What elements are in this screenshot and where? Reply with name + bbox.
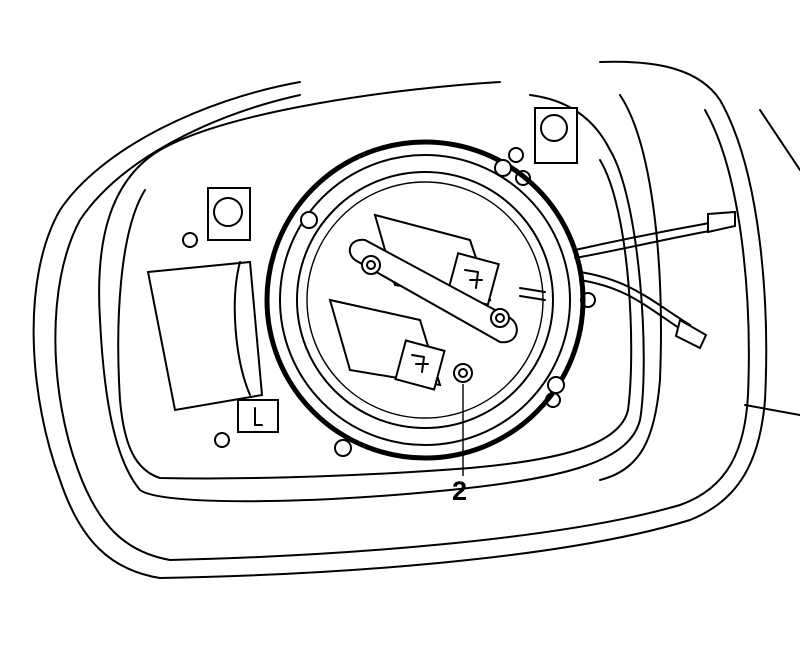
mirror-adjustment-motor xyxy=(264,139,586,461)
mounting-screw xyxy=(453,363,473,383)
motor-internals xyxy=(328,213,546,391)
wiring-block xyxy=(146,260,279,433)
mounting-tabs xyxy=(182,107,596,448)
callout-label-2: 2 xyxy=(452,476,468,506)
wires xyxy=(574,210,736,350)
mirror-housing xyxy=(32,60,800,579)
